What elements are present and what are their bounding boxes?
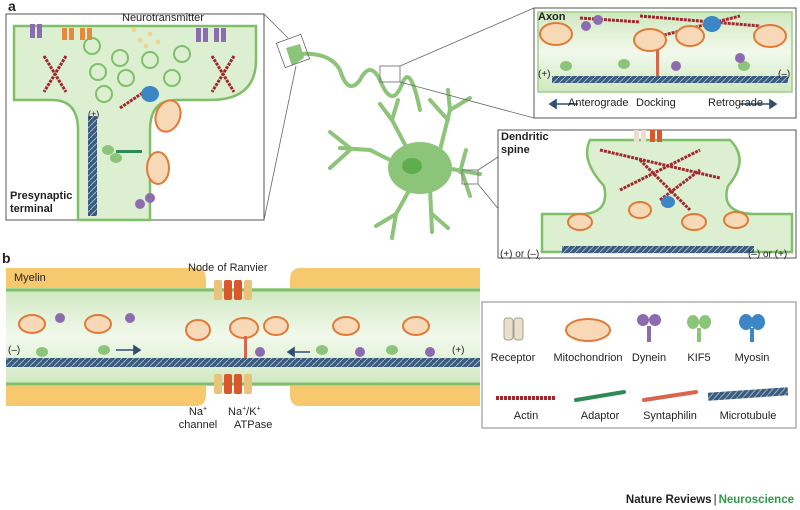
syntaphilin-icon xyxy=(642,390,698,402)
adaptor xyxy=(116,150,142,153)
panel-b-minus-label: (–) xyxy=(8,345,21,356)
na-channel-label-line2: channel xyxy=(178,419,218,431)
legend-receptor-label: Receptor xyxy=(490,352,536,364)
anterograde-label: Anterograde xyxy=(568,97,629,109)
atpase-label-line1: Na+/K+ xyxy=(228,405,261,418)
axon-microtubule xyxy=(552,76,788,83)
myelin-microtubule xyxy=(6,358,480,367)
dynein-motor xyxy=(135,193,155,209)
presynaptic-plus-label: (+) xyxy=(88,109,100,119)
journal-branding: Nature Reviews|Neuroscience xyxy=(626,494,794,506)
receptors-top xyxy=(30,24,226,42)
myosin xyxy=(141,86,159,102)
axon-plus-label: (+) xyxy=(538,69,551,80)
legend-myosin-label: Myosin xyxy=(734,352,770,364)
neuron-processes xyxy=(298,51,482,240)
dendrite-right-polarity: (–) or (+) xyxy=(748,249,788,260)
legend-actin-label: Actin xyxy=(513,410,539,422)
axon-panel xyxy=(533,7,797,119)
presynaptic-label-line2: terminal xyxy=(10,203,53,215)
legend-microtubule-label: Microtubule xyxy=(719,410,777,422)
myelin-label: Myelin xyxy=(14,272,46,284)
nucleus xyxy=(402,158,422,174)
synaptic-vesicles xyxy=(83,37,191,103)
dendritic-spine-title-line2: spine xyxy=(501,144,530,156)
presynaptic-label-line1: Presynaptic xyxy=(10,190,73,202)
receptor-icon xyxy=(503,317,524,341)
dendritic-spine-title-line1: Dendritic xyxy=(501,131,549,143)
myelinated-axon-panel xyxy=(6,268,480,406)
legend-dynein-label: Dynein xyxy=(631,352,667,364)
node-channels xyxy=(214,280,252,394)
axon-terminal xyxy=(286,44,304,66)
na-channel-label-line1: Na+ xyxy=(188,405,208,418)
panel-b-letter: b xyxy=(2,250,11,266)
journal-name: Nature Reviews xyxy=(625,494,712,506)
axon-minus-label: (–) xyxy=(778,69,791,80)
mitochondrion xyxy=(146,151,170,185)
legend-panel xyxy=(481,301,797,429)
legend-kif5-label: KIF5 xyxy=(687,352,711,364)
retrograde-label: Retrograde xyxy=(708,97,764,109)
panel-b-plus-label: (+) xyxy=(452,345,465,356)
legend-syntaphilin-label: Syntaphilin xyxy=(643,410,697,422)
neurotransmitter-label: Neurotransmitter xyxy=(122,12,204,24)
dendritic-spine-panel xyxy=(497,129,797,259)
kif5-icon xyxy=(687,315,711,342)
neurotransmitter-dots xyxy=(131,27,161,49)
presynaptic-terminal-panel xyxy=(5,13,265,222)
adaptor-icon xyxy=(574,390,626,402)
myosin-icon xyxy=(739,314,765,342)
mitochondrion-icon xyxy=(565,318,611,342)
legend-adaptor-label: Adaptor xyxy=(580,410,620,422)
axon-title: Axon xyxy=(538,11,566,23)
docking-label: Docking xyxy=(636,97,676,109)
kif5-motor xyxy=(102,145,122,163)
journal-subject: Neuroscience xyxy=(718,494,794,506)
mitochondrion xyxy=(154,99,182,133)
panel-a-letter: a xyxy=(8,0,16,14)
dynein-icon xyxy=(637,314,661,342)
dendrite-microtubule xyxy=(562,246,754,253)
node-of-ranvier-label: Node of Ranvier xyxy=(188,262,268,274)
journal-separator: | xyxy=(713,494,717,506)
microtubule xyxy=(88,116,97,216)
microtubule-icon xyxy=(707,387,789,401)
atpase-label-line2: ATPase xyxy=(234,419,273,431)
legend-mitochondrion-label: Mitochondrion xyxy=(553,352,623,364)
dendrite-left-polarity: (+) or (–) xyxy=(500,249,540,260)
